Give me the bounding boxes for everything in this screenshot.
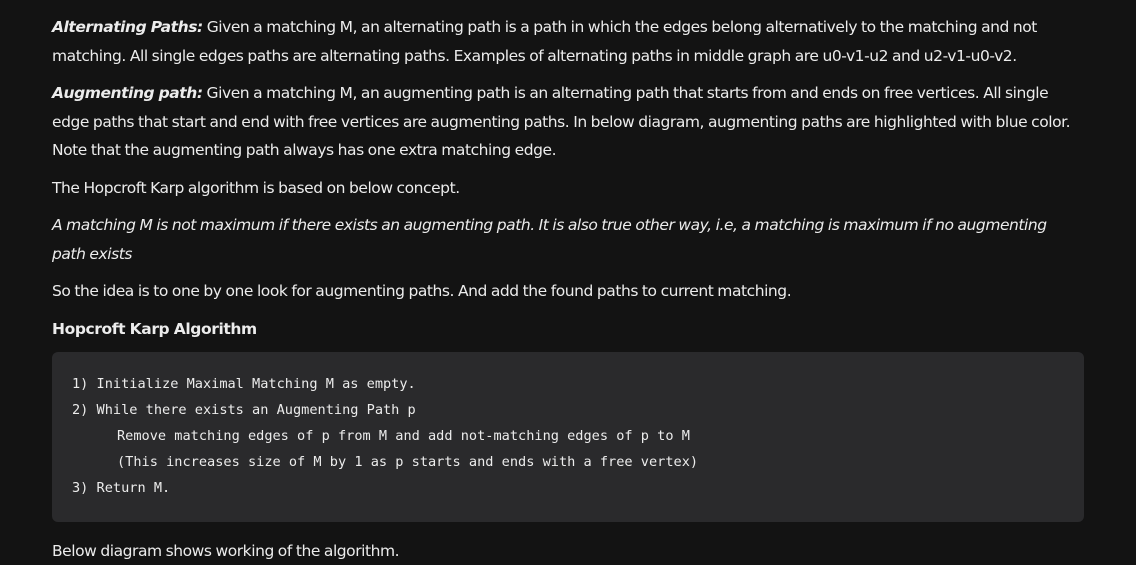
algorithm-heading: Hopcroft Karp Algorithm — [52, 315, 1084, 343]
code-line: 3) Return M. — [72, 475, 1064, 501]
diagram-intro-paragraph: Below diagram shows working of the algor… — [52, 537, 1084, 565]
algorithm-code-block: 1) Initialize Maximal Matching M as empt… — [52, 352, 1084, 522]
code-line: 2) While there exists an Augmenting Path… — [72, 397, 1064, 423]
idea-paragraph: So the idea is to one by one look for au… — [52, 277, 1084, 306]
augmenting-path-term: Augmenting path: — [52, 84, 203, 102]
concept-quote-paragraph: A matching M is not maximum if there exi… — [52, 211, 1084, 268]
augmenting-path-text: Given a matching M, an augmenting path i… — [52, 84, 1070, 159]
alternating-paths-term: Alternating Paths: — [52, 18, 203, 36]
code-line: 1) Initialize Maximal Matching M as empt… — [72, 371, 1064, 397]
code-line: Remove matching edges of p from M and ad… — [72, 423, 1064, 449]
concept-intro-paragraph: The Hopcroft Karp algorithm is based on … — [52, 174, 1084, 203]
alternating-paths-paragraph: Alternating Paths: Given a matching M, a… — [52, 13, 1084, 70]
article-content: Alternating Paths: Given a matching M, a… — [52, 13, 1084, 565]
augmenting-path-paragraph: Augmenting path: Given a matching M, an … — [52, 79, 1084, 165]
code-line: (This increases size of M by 1 as p star… — [72, 449, 1064, 475]
